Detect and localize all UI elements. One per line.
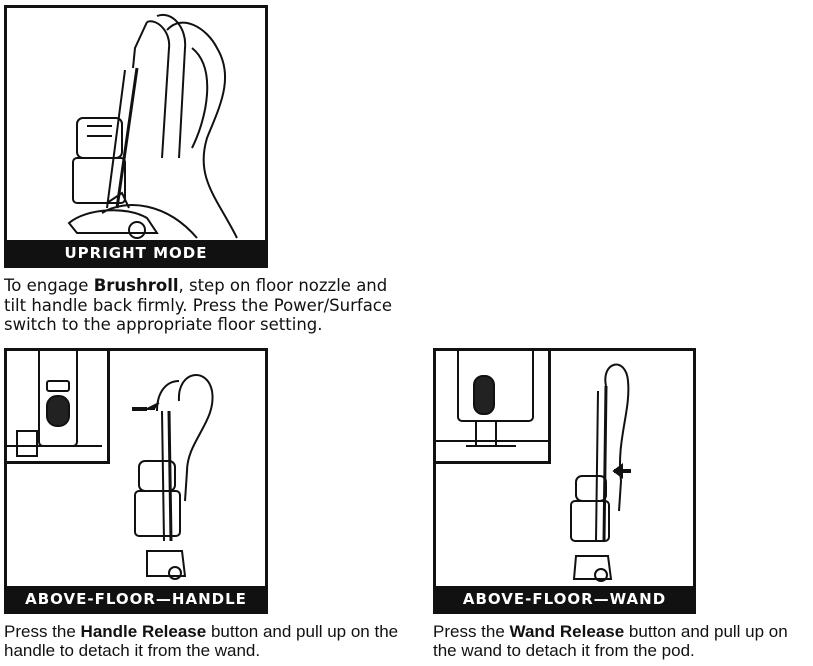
caption-text: Press the bbox=[4, 622, 81, 641]
caption-bold-term: Brushroll bbox=[93, 276, 179, 295]
above-floor-handle-label: ABOVE-FLOOR—HANDLE bbox=[7, 586, 265, 611]
vacuum-upright-drawing bbox=[67, 13, 238, 239]
caption-bold-term: Wand Release bbox=[509, 622, 625, 641]
caption-text: Press the bbox=[433, 622, 510, 641]
above-floor-handle-caption: Press the Handle Release button and pull… bbox=[4, 622, 404, 660]
wand-release-inset bbox=[436, 351, 551, 464]
wand-release-button-drawing bbox=[436, 351, 548, 447]
caption-bold-term: Handle Release bbox=[80, 622, 207, 641]
above-floor-wand-caption: Press the Wand Release button and pull u… bbox=[433, 622, 813, 660]
above-floor-handle-illustration: ABOVE-FLOOR—HANDLE bbox=[4, 348, 268, 614]
caption-text: button and pull up on the handle to deta… bbox=[4, 622, 399, 660]
upright-mode-label: UPRIGHT MODE bbox=[7, 240, 265, 265]
caption-text: To engage bbox=[4, 276, 94, 295]
above-floor-wand-illustration: ABOVE-FLOOR—WAND bbox=[433, 348, 696, 614]
handle-release-inset bbox=[7, 351, 110, 464]
upright-mode-caption: To engage Brushroll, step on floor nozzl… bbox=[4, 276, 404, 335]
upright-mode-illustration: UPRIGHT MODE bbox=[4, 5, 268, 268]
handle-release-button-drawing bbox=[7, 351, 102, 457]
caption-text: button and pull up on the wand to detach… bbox=[433, 622, 788, 660]
above-floor-wand-label: ABOVE-FLOOR—WAND bbox=[436, 586, 693, 611]
vacuum-wand-drawing bbox=[570, 363, 631, 582]
vacuum-handle-drawing bbox=[132, 374, 214, 580]
caption-text: , step on floor nozzle and tilt handle b… bbox=[4, 276, 393, 334]
